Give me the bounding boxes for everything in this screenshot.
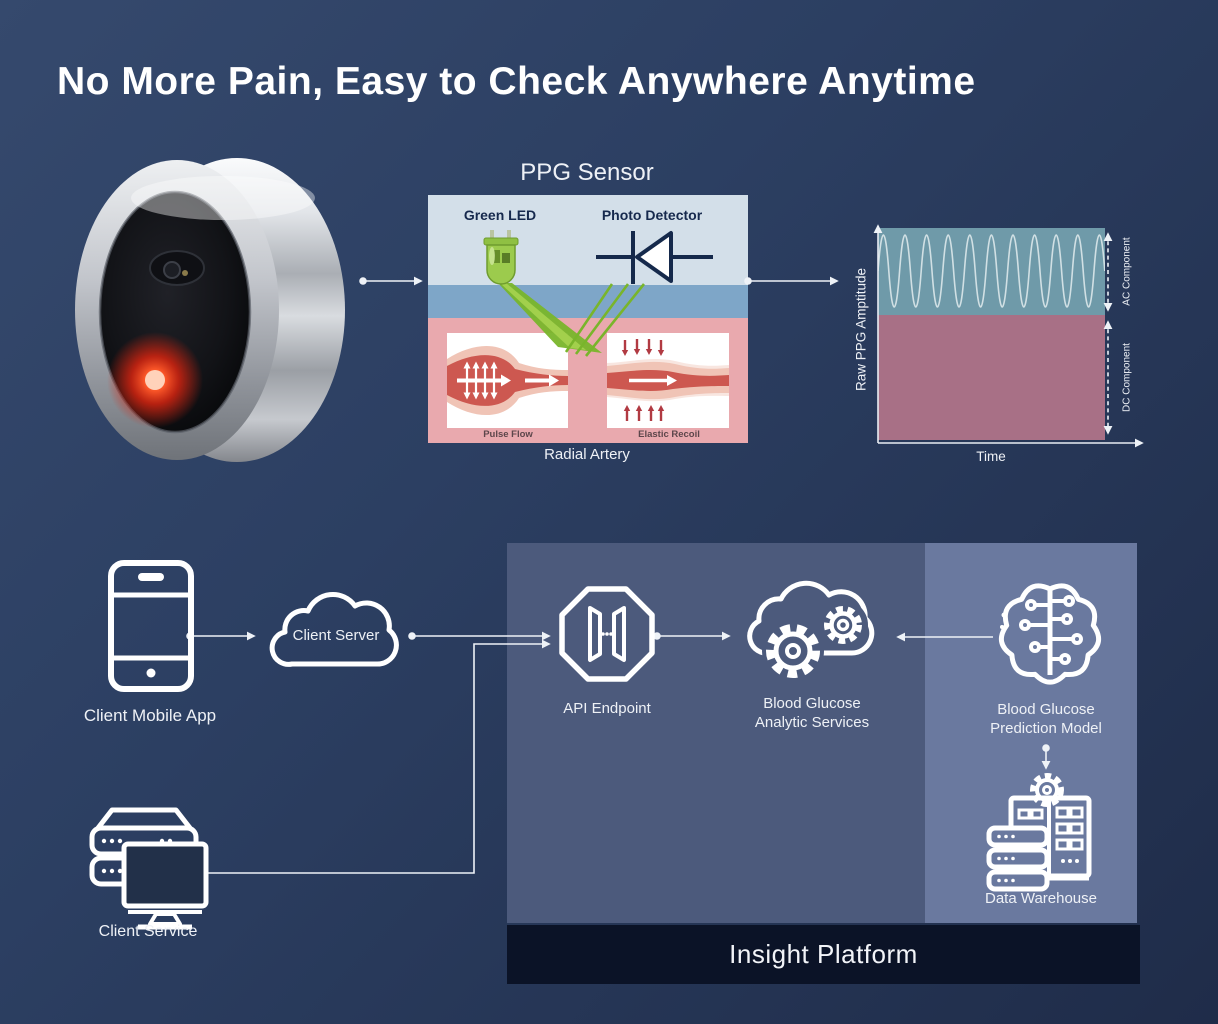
prediction-label-line2: Prediction Model — [990, 720, 1102, 737]
chart-x-axis-label: Time — [976, 449, 1006, 464]
ppg-sensor-box — [428, 195, 748, 443]
gear-large — [766, 624, 820, 678]
prediction-label-line1: Blood Glucose — [997, 701, 1095, 718]
green-led-label: Green LED — [463, 207, 537, 223]
skin-band — [428, 285, 748, 318]
client-service-servers-icon — [89, 807, 209, 930]
page-title: No More Pain, Easy to Check Anywhere Any… — [57, 60, 976, 103]
client-mobile-app-label: Client Mobile App — [83, 706, 217, 725]
green-led-icon — [483, 230, 519, 285]
prediction-label: Blood Glucose Prediction Model — [966, 700, 1126, 738]
client-server-cloud-icon — [269, 592, 399, 667]
data-warehouse-label: Data Warehouse — [984, 890, 1097, 907]
elastic-recoil-label: Elastic Recoil — [638, 429, 700, 440]
api-endpoint-label: API Endpoint — [563, 700, 651, 717]
ppg-signal-chart — [878, 228, 1105, 440]
monitor — [121, 841, 209, 930]
radial-artery-label: Radial Artery — [544, 446, 630, 463]
ppg-sensor-top-section — [428, 195, 748, 285]
insight-platform-bar: Insight Platform — [507, 925, 1140, 984]
analytics-label-line1: Blood Glucose — [763, 695, 861, 712]
pulse-flow-label: Pulse Flow — [483, 429, 533, 440]
analytics-cloud-gears-icon — [747, 580, 875, 682]
api-gateway-icon — [559, 586, 655, 682]
ac-component-label: AC Component — [1121, 237, 1133, 306]
dc-component-label: DC Component — [1121, 343, 1133, 412]
artery-elastic-recoil-image — [607, 333, 729, 428]
data-warehouse-icon — [986, 772, 1092, 892]
client-service-label: Client Service — [98, 923, 198, 940]
warehouse-server-stack — [986, 825, 1050, 892]
ai-brain-icon — [998, 583, 1102, 685]
analytics-label: Blood Glucose Analytic Services — [732, 694, 892, 732]
analytics-label-line2: Analytic Services — [754, 714, 870, 731]
artery-pulse-flow-image — [447, 333, 568, 428]
photo-detector-label: Photo Detector — [601, 207, 703, 223]
chart-y-axis-label: Raw PPG Amptitude — [853, 267, 869, 392]
ppg-waveform — [878, 234, 1105, 308]
gear-small — [824, 606, 862, 644]
smart-ring-image — [75, 158, 345, 462]
client-server-label: Client Server — [292, 627, 380, 644]
smartphone-icon — [108, 560, 194, 692]
insight-platform-label: Insight Platform — [729, 939, 918, 969]
arrow-service-to-api — [199, 639, 551, 877]
ppg-sensor-title: PPG Sensor — [520, 159, 654, 186]
